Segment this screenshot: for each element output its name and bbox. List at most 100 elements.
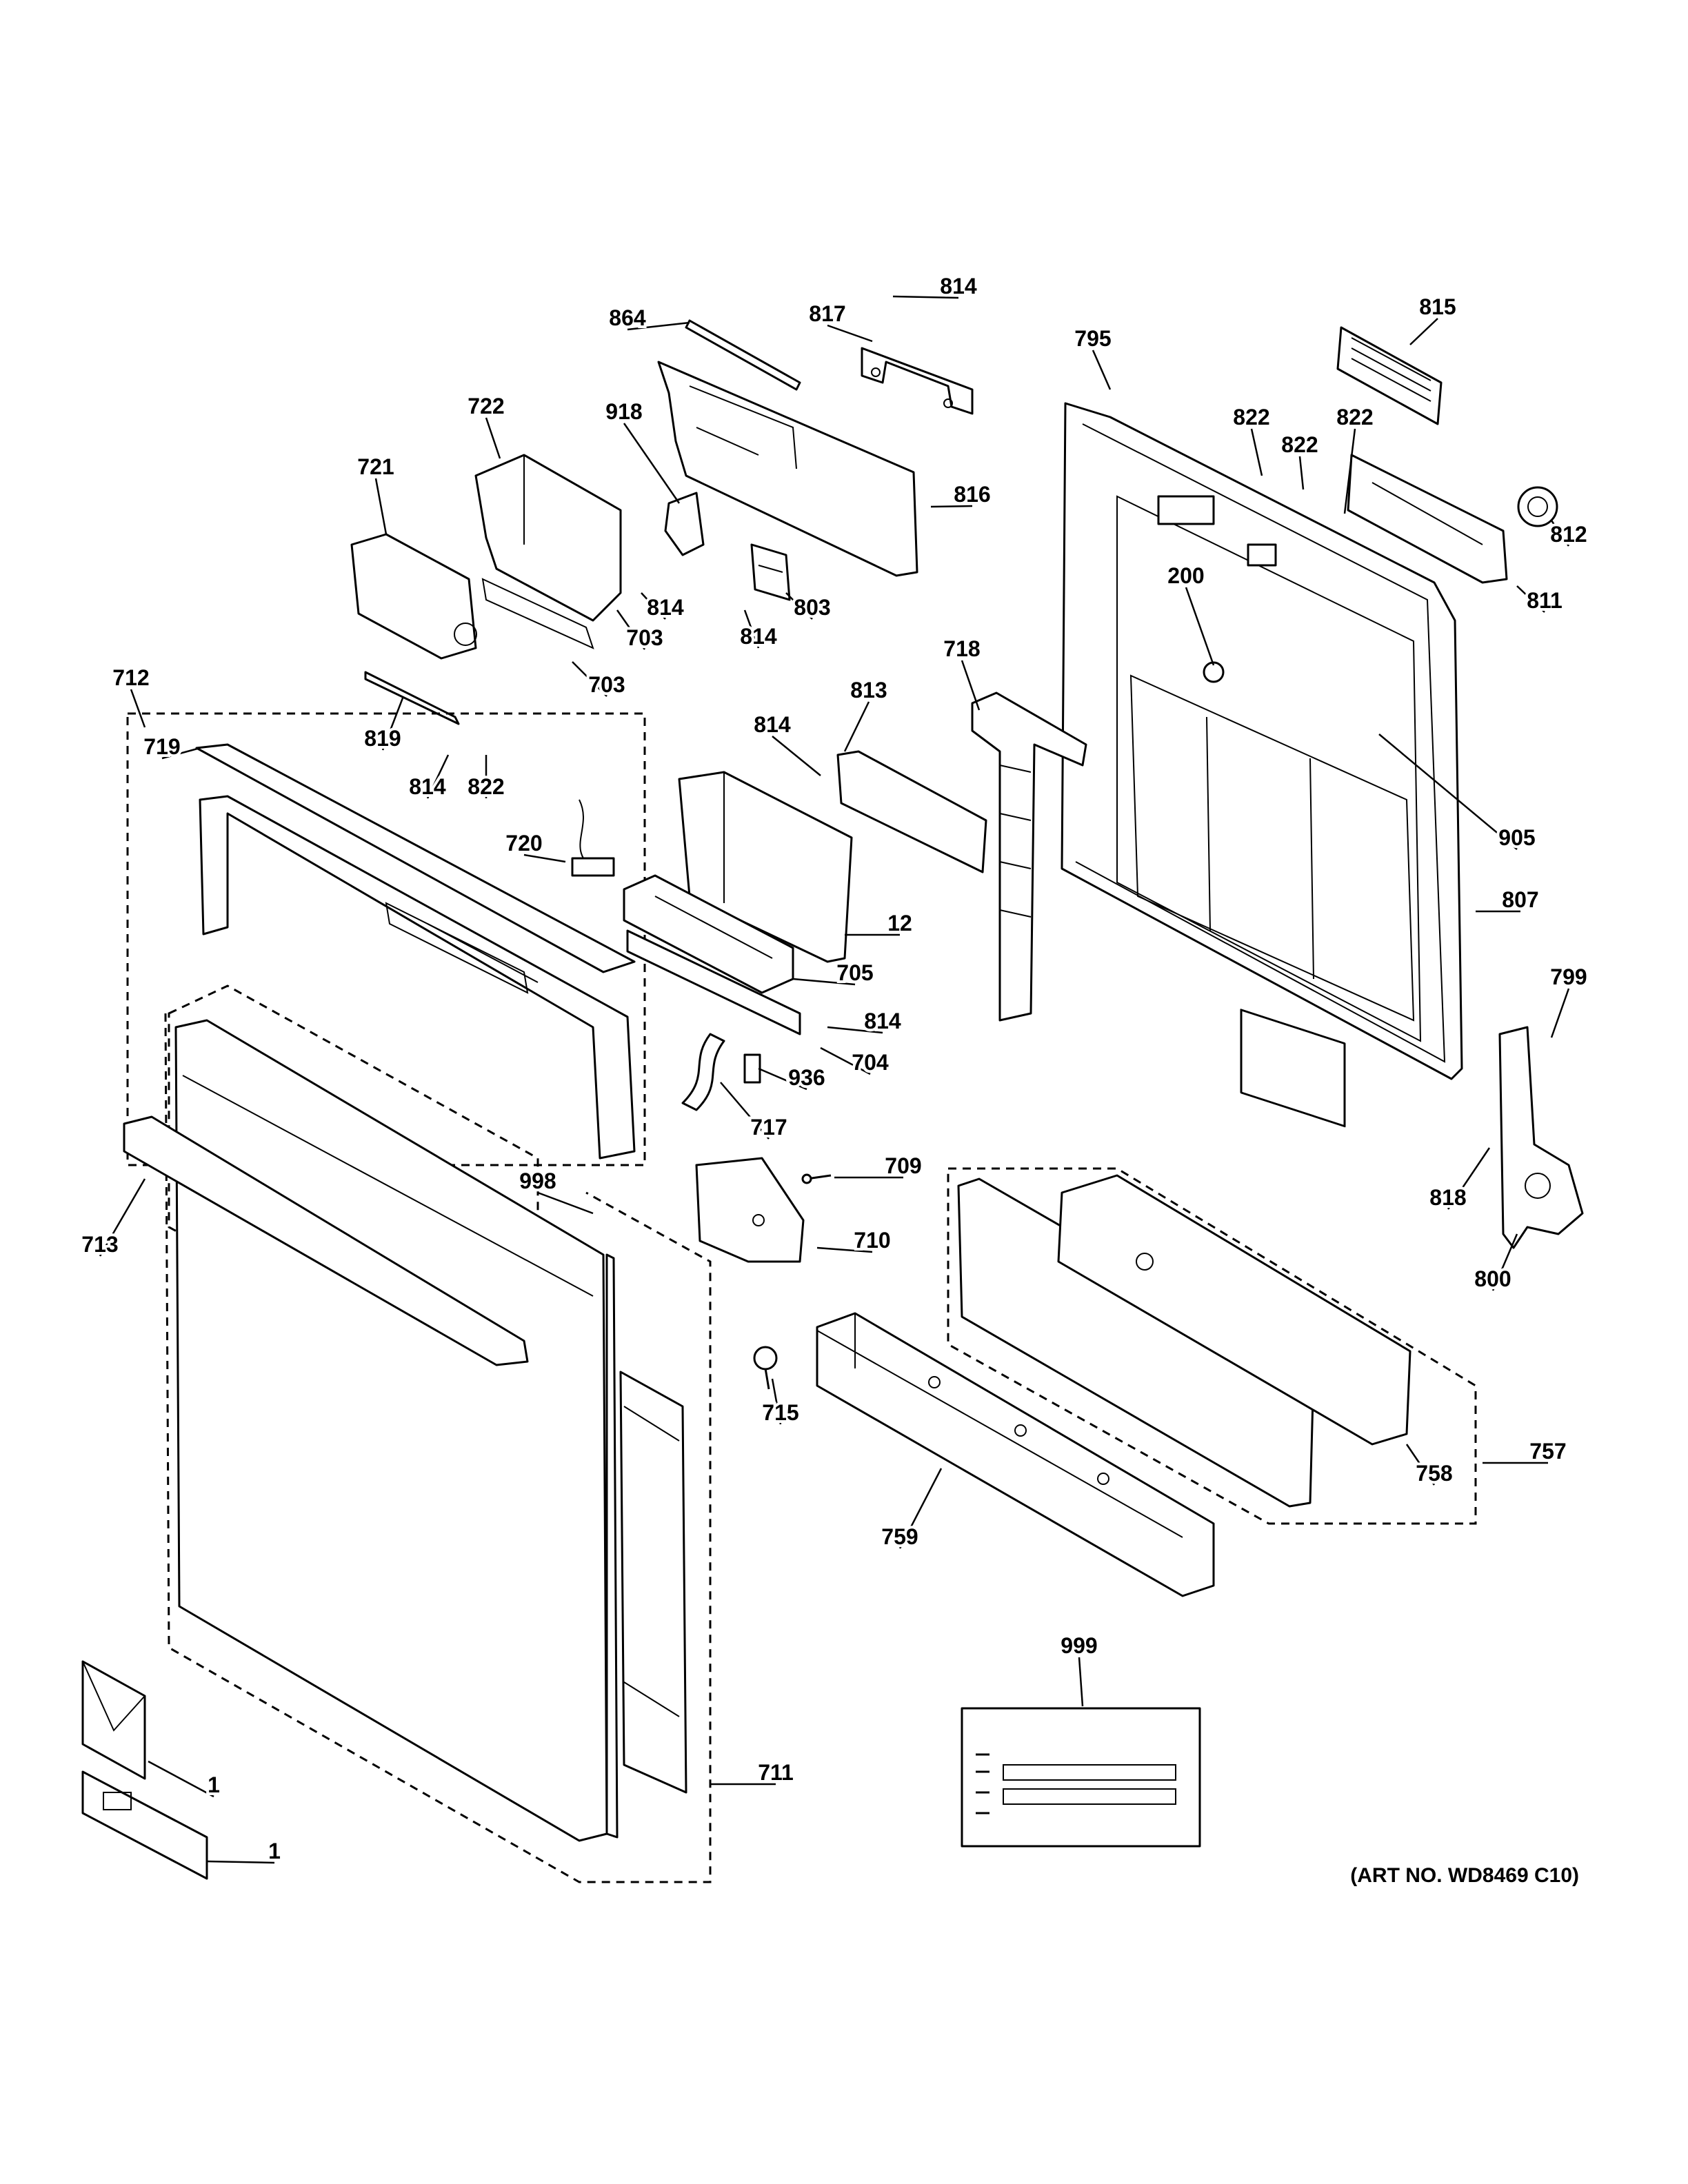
wire-harness-720 [571, 799, 615, 877]
bracket-817 [861, 347, 974, 415]
callout-leader [1491, 1233, 1518, 1291]
callout-leader [130, 689, 146, 728]
callout-label: 822 [1336, 405, 1373, 429]
callout-label: 822 [1281, 432, 1318, 457]
callout-leader [1078, 1657, 1084, 1707]
callout-label: 713 [81, 1232, 118, 1257]
callout-leader [627, 321, 690, 331]
callout-label: 712 [112, 665, 149, 690]
art-number: (ART NO. WD8469 C10) [1350, 1864, 1579, 1887]
callout-label: 814 [409, 774, 446, 799]
callout-leader [792, 978, 856, 986]
callout-leader [1405, 1444, 1436, 1486]
callout-leader [485, 417, 501, 459]
inlet-721 [350, 533, 477, 660]
screw-709 [801, 1173, 832, 1184]
callout-leader [1092, 350, 1112, 390]
callout-label: 818 [1429, 1185, 1466, 1210]
callout-label: 905 [1498, 825, 1535, 850]
board-bracket-704 [626, 929, 801, 1035]
callout-leader [623, 423, 681, 504]
callout-label: 819 [364, 726, 401, 751]
callout-leader [1550, 988, 1570, 1038]
callout-leader [1298, 456, 1305, 490]
hinge-800 [1498, 1026, 1584, 1249]
callout-label: 814 [940, 274, 977, 299]
literature-envelope [81, 1660, 146, 1780]
callout-label: 758 [1416, 1461, 1452, 1486]
callout-label: 813 [850, 678, 887, 702]
callout-label: 814 [754, 712, 791, 737]
callout-leader [1516, 585, 1545, 613]
gasket-813 [836, 750, 987, 873]
callout-label: 715 [762, 1400, 798, 1425]
callout-leader [381, 696, 405, 751]
literature-sheet [81, 1770, 208, 1880]
callout-label: 803 [794, 595, 830, 620]
callout-label: 703 [588, 672, 625, 697]
callout-leader [523, 853, 566, 863]
callout-leader [720, 1082, 770, 1140]
callout-label: 811 [1527, 588, 1563, 613]
callout-label: 717 [750, 1115, 787, 1140]
callout-leader [961, 660, 981, 711]
insulation-757 [957, 1177, 1315, 1508]
callout-label: 710 [854, 1228, 890, 1253]
callout-label: 998 [519, 1169, 556, 1193]
vent-cover-815 [1336, 326, 1443, 425]
callout-label: 721 [357, 454, 394, 479]
control-bracket-816 [657, 361, 918, 577]
knob-812 [1517, 486, 1558, 527]
hardware-kit-999 [961, 1707, 1201, 1848]
callout-leader [930, 505, 973, 508]
callout-leader [161, 747, 201, 760]
callout-leader [374, 478, 388, 535]
callout-label: 815 [1419, 294, 1456, 319]
callout-leader [772, 736, 821, 776]
callout-label: 1 [268, 1839, 281, 1863]
callout-leader [898, 1468, 943, 1549]
callout-label: 814 [740, 624, 777, 649]
callout-label: 719 [143, 734, 180, 759]
callout-leader [1185, 587, 1215, 666]
callout-leader [785, 592, 813, 620]
callout-leader [572, 661, 607, 697]
callout-label: 817 [809, 301, 845, 326]
insulation-758 [1057, 1174, 1411, 1446]
callout-label: 720 [505, 831, 542, 856]
callout-leader [1343, 428, 1356, 514]
callout-leader [1447, 1147, 1491, 1210]
callout-leader [771, 1378, 782, 1425]
callout-label: 1 [208, 1772, 220, 1797]
latch-housing-811 [1347, 454, 1508, 584]
callout-label: 718 [943, 636, 980, 661]
dispenser-722 [474, 454, 622, 649]
callout-leader [820, 1046, 871, 1075]
callout-label: 816 [954, 482, 990, 507]
callout-leader [843, 701, 870, 752]
callout-label: 800 [1474, 1266, 1511, 1291]
callout-label: 757 [1529, 1439, 1566, 1464]
callout-leader [816, 1246, 873, 1253]
side-trim [619, 1371, 687, 1794]
callout-label: 822 [1233, 405, 1269, 429]
callout-label: 799 [1550, 964, 1587, 989]
callout-label: 722 [468, 394, 504, 418]
callout-leader [537, 1191, 594, 1215]
callout-leader [892, 295, 959, 299]
plate-819 [364, 671, 460, 725]
callout-label: 807 [1502, 887, 1538, 912]
callout-leader [1409, 318, 1438, 345]
toe-kick-759 [816, 1312, 1215, 1597]
handle-718 [971, 691, 1087, 1022]
callout-leader [206, 1860, 275, 1864]
callout-label: 814 [864, 1009, 901, 1033]
callout-label: 812 [1550, 522, 1587, 547]
callout-leader [616, 609, 646, 650]
callout-label: 705 [836, 960, 873, 985]
callout-leader [641, 592, 666, 620]
callout-leader [148, 1760, 214, 1798]
screw-715 [753, 1346, 778, 1390]
callout-label: 12 [887, 911, 912, 936]
